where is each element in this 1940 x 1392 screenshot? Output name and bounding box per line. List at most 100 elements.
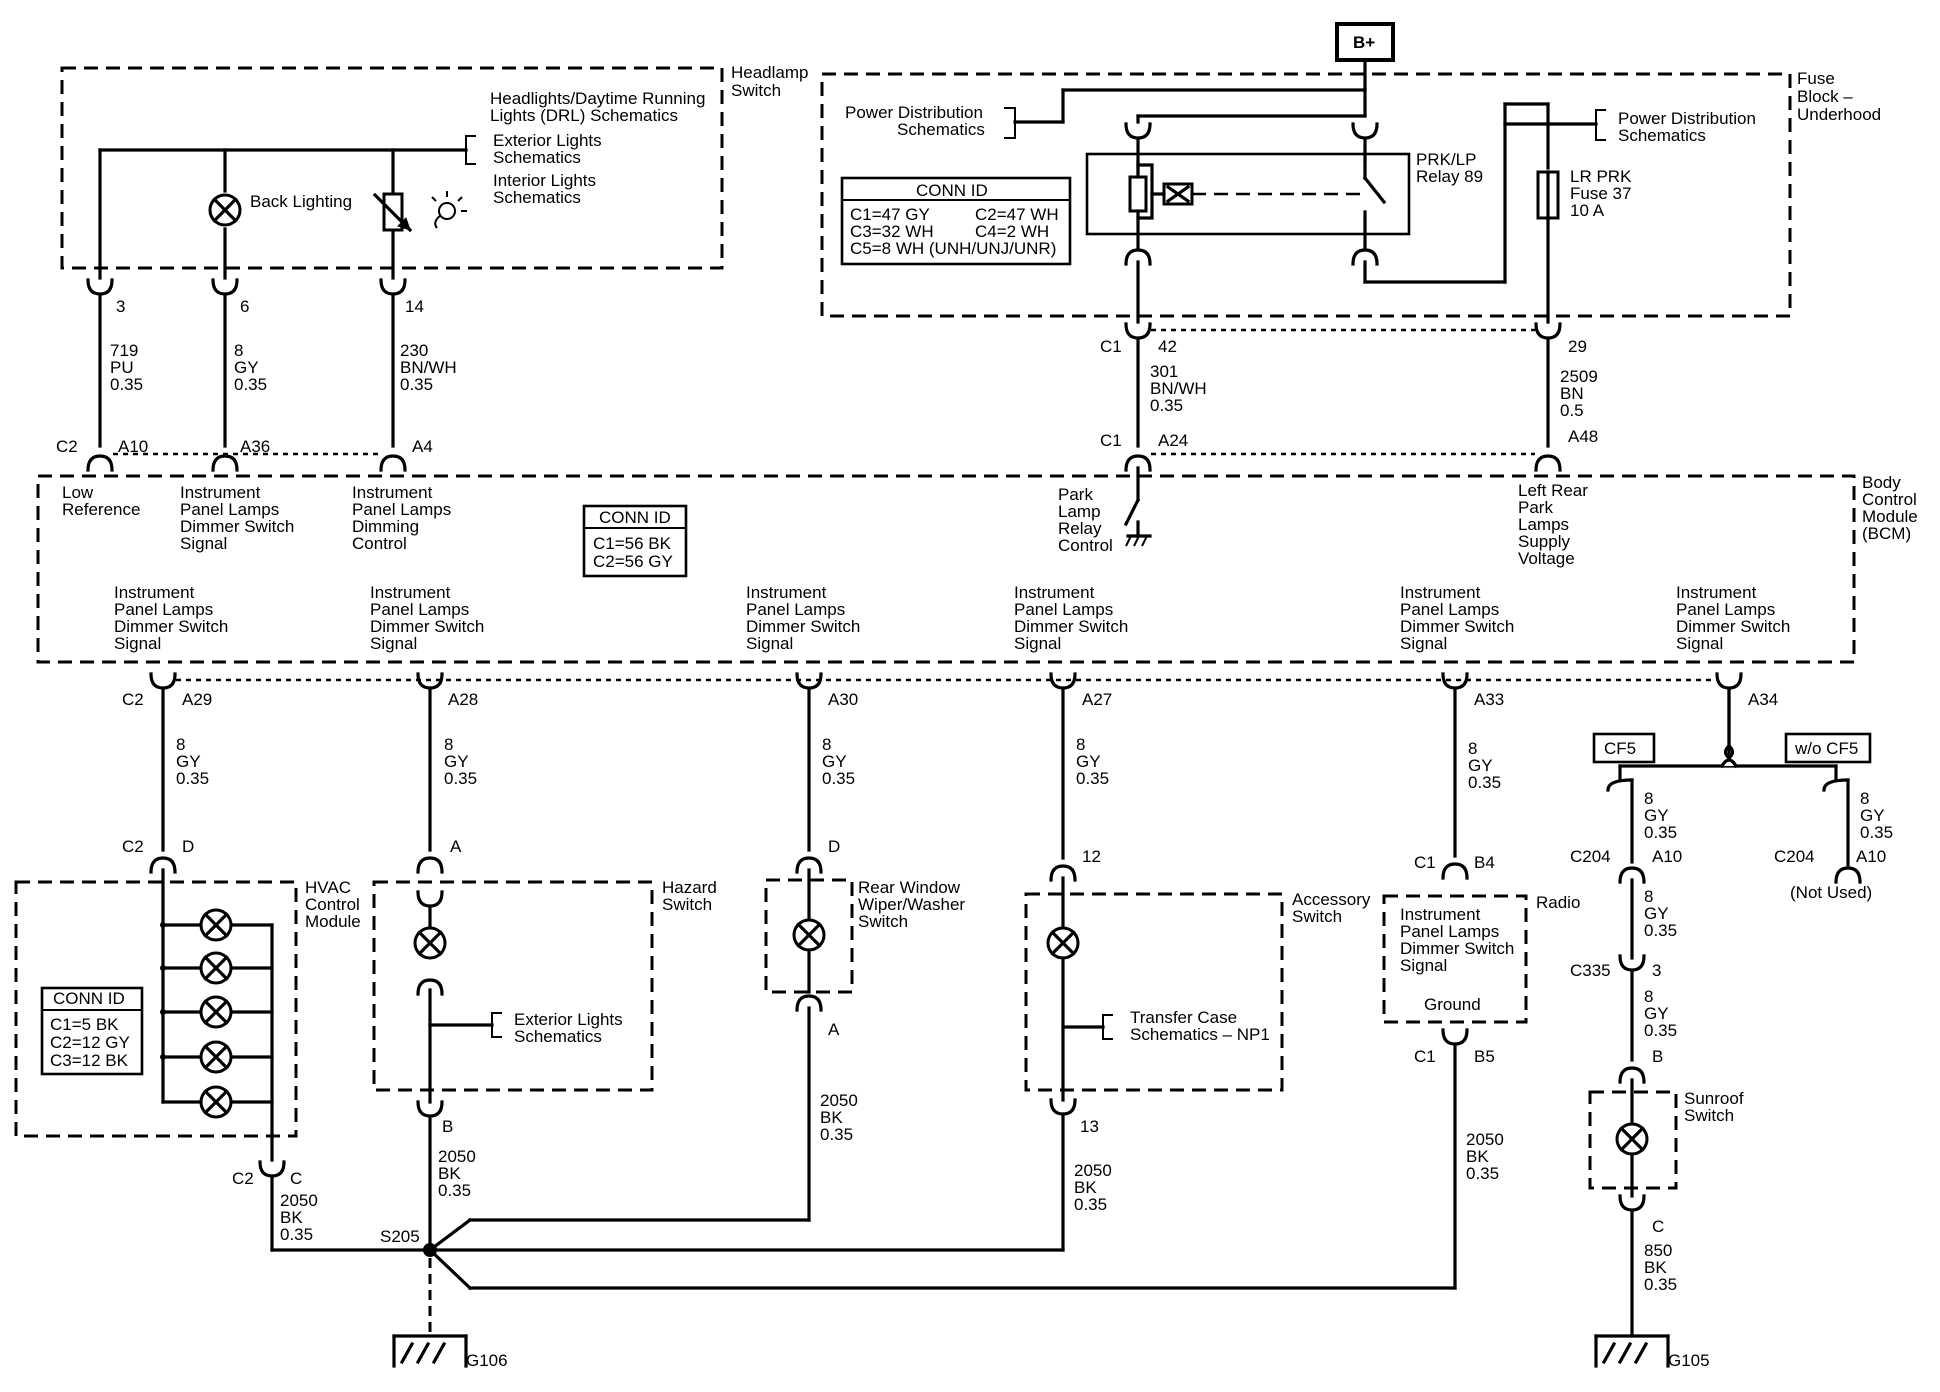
- pin-a27: A27: [1082, 690, 1112, 709]
- label-a29-4: Signal: [114, 634, 161, 653]
- w5a: 8: [1468, 739, 1477, 758]
- wire-num: 719: [110, 341, 138, 360]
- accessory-gnd-wire-1: 2050: [1074, 1161, 1112, 1180]
- top-circuit-dimming-control: 14 230 BN/WH 0.35 A4 Instrument Panel La…: [352, 297, 457, 553]
- hvac-control-module: C2 D HVAC Control Module CONN ID C1=5 BK…: [14, 837, 361, 1252]
- pin-label: 42: [1158, 337, 1177, 356]
- w3b: GY: [822, 752, 847, 771]
- label-a27-2: Panel Lamps: [1014, 600, 1113, 619]
- sr-w3b: GY: [1644, 904, 1669, 923]
- hvac-lamp-icon: [199, 1040, 233, 1074]
- hazard-ref-1: Exterior Lights: [514, 1010, 623, 1029]
- hazard-name-2: Switch: [662, 895, 712, 914]
- bcm-bottom-connectors: [149, 672, 1743, 690]
- wire-color: BN: [1560, 384, 1584, 403]
- label-a33-3: Dimmer Switch: [1400, 617, 1514, 636]
- pin-a30: A30: [828, 690, 858, 709]
- ref-drl-2: Lights (DRL) Schematics: [490, 106, 678, 125]
- pin-a34: A34: [1748, 690, 1778, 709]
- sr-w1a: 8: [1644, 789, 1653, 808]
- wire-num: 8: [234, 341, 243, 360]
- bcm-func-4: Control: [1058, 536, 1113, 555]
- pin-label: 14: [405, 297, 424, 316]
- wiper-name-3: Switch: [858, 912, 908, 931]
- bcm-conn-id-c2: C2=56 GY: [593, 552, 673, 571]
- bcm-pin-label: A36: [240, 437, 270, 456]
- relay-coil-icon: [1162, 182, 1194, 206]
- accessory-name-2: Switch: [1292, 907, 1342, 926]
- ref-interior-1: Interior Lights: [493, 171, 596, 190]
- battery-label: B+: [1353, 33, 1375, 52]
- battery-box: B+: [1335, 22, 1395, 62]
- park-relay-control-switch: [1123, 466, 1152, 547]
- wire-color: PU: [110, 358, 134, 377]
- label-a30-2: Panel Lamps: [746, 600, 845, 619]
- w1a: 8: [176, 735, 185, 754]
- hvac-lamp-icon: [199, 951, 233, 985]
- bcm-func-1: Left Rear: [1518, 481, 1588, 500]
- accessory-pin-12: 12: [1082, 847, 1101, 866]
- bcm-pin-label: A24: [1158, 431, 1188, 450]
- radio-signal-2: Panel Lamps: [1400, 922, 1499, 941]
- fuse-block-underhood: Fuse Block – Underhood Power Distributio…: [820, 69, 1881, 324]
- w3c: 0.35: [822, 769, 855, 788]
- top-circuit-low-ref: 3 719 PU 0.35 A10 Low Reference: [62, 297, 148, 519]
- fuse-label-2: Fuse 37: [1570, 184, 1631, 203]
- bcm-func-2: Lamp: [1058, 502, 1101, 521]
- bcm-func-3: Dimming: [352, 517, 419, 536]
- accessory-lamp-icon: [1046, 926, 1080, 960]
- hazard-pin-b: B: [442, 1117, 453, 1136]
- label-a33-4: Signal: [1400, 634, 1447, 653]
- dimmer-knob-icon: [431, 191, 467, 229]
- wiper-name-2: Wiper/Washer: [858, 895, 965, 914]
- top-circuit-park-relay: 42 301 BN/WH 0.35 A24 Park Lamp Relay Co…: [1058, 337, 1207, 555]
- lr-prk-fuse-icon: [1536, 170, 1560, 220]
- sr-gnd-wire-3: 0.35: [1644, 1275, 1677, 1294]
- sunroof-name-1: Sunroof: [1684, 1089, 1744, 1108]
- conn-id-c3: C3=32 WH: [850, 222, 934, 241]
- rear-window-wiper-washer-switch: D Rear Window Wiper/Washer Switch A 2050…: [764, 837, 965, 1222]
- bcm-func-1: Instrument: [352, 483, 433, 502]
- wire-color: BN/WH: [1150, 379, 1207, 398]
- fuse-to-bcm-connectors: [1124, 322, 1562, 472]
- c1-label-bcm: C1: [1100, 431, 1122, 450]
- bcm-func-1: Park: [1058, 485, 1093, 504]
- hvac-lamp-icon: [199, 1085, 233, 1119]
- wire-num: 301: [1150, 362, 1178, 381]
- bcm-func-4: Supply: [1518, 532, 1570, 551]
- wire-size: 0.35: [1150, 396, 1183, 415]
- splice-dot-icon: [423, 1243, 437, 1257]
- ref-drl-1: Headlights/Daytime Running: [490, 89, 705, 108]
- fuse-label-1: LR PRK: [1570, 167, 1632, 186]
- bcm-func-1: Instrument: [180, 483, 261, 502]
- label-a29-2: Panel Lamps: [114, 600, 213, 619]
- wire-size: 0.5: [1560, 401, 1584, 420]
- fuse-block-conn-id: CONN ID C1=47 GY C2=47 WH C3=32 WH C4=2 …: [840, 176, 1072, 266]
- dimmer-rheostat-icon: [372, 192, 413, 233]
- accessory-name-1: Accessory: [1292, 890, 1371, 909]
- bcm-conn-id-c1: C1=56 BK: [593, 534, 672, 553]
- w3a: 8: [822, 735, 831, 754]
- w4c: 0.35: [1076, 769, 1109, 788]
- headlamp-switch-label-1: Headlamp: [731, 63, 809, 82]
- back-lighting-label: Back Lighting: [250, 192, 352, 211]
- label-a27-4: Signal: [1014, 634, 1061, 653]
- hvac-conn-c3: C3=12 BK: [50, 1051, 129, 1070]
- hazard-switch: A Hazard Switch Exterior Lights Schemati…: [372, 837, 717, 1252]
- sr-w1c: 0.35: [1644, 823, 1677, 842]
- sr-pin-a10-wo: A10: [1856, 847, 1886, 866]
- headlamp-switch: Headlamp Switch Headlights/Daytime Runni…: [60, 63, 809, 280]
- wiper-lamp-icon: [792, 918, 826, 952]
- w2b: GY: [444, 752, 469, 771]
- radio: C1 B4 Radio Instrument Panel Lamps Dimme…: [1382, 853, 1580, 1290]
- w4a: 8: [1076, 735, 1085, 754]
- radio-c1-out: C1: [1414, 1047, 1436, 1066]
- sunroof-name-2: Switch: [1684, 1106, 1734, 1125]
- radio-gnd-wire-3: 0.35: [1466, 1164, 1499, 1183]
- hazard-gnd-wire-2: BK: [438, 1164, 461, 1183]
- bcm-conn-id: CONN ID C1=56 BK C2=56 GY: [582, 504, 688, 578]
- bcm-label-3: Module: [1862, 507, 1918, 526]
- sr-pin-c: C: [1652, 1217, 1664, 1236]
- back-lighting-lamp-icon: [208, 193, 242, 227]
- radio-gnd-wire-1: 2050: [1466, 1130, 1504, 1149]
